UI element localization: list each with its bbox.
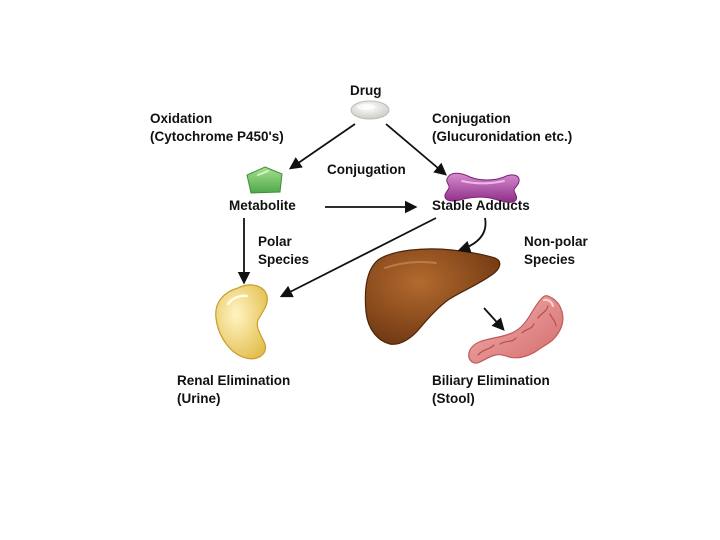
biliary-detail-label: (Stool)	[432, 391, 475, 406]
conjugation-right-detail-label: (Glucuronidation etc.)	[432, 129, 573, 144]
biliary-elimination-label: Biliary Elimination	[432, 373, 550, 388]
arrow-adducts-to-liver	[457, 217, 487, 253]
metabolite-label: Metabolite	[229, 198, 296, 213]
arrow-liver-to-intestine	[483, 307, 505, 331]
polar-species-label: Species	[258, 252, 310, 267]
polar-label: Polar	[258, 234, 292, 249]
oxidation-detail-label: (Cytochrome P450's)	[150, 129, 284, 144]
bone-shaped-adduct-icon	[444, 172, 520, 203]
non-polar-label: Non-polar	[524, 234, 588, 249]
conjugation-right-label: Conjugation	[432, 111, 511, 126]
arrow-adducts-to-kidney	[279, 217, 437, 298]
arrow-drug-to-metabolite	[288, 123, 356, 170]
drug-label: Drug	[350, 83, 382, 98]
renal-elimination-label: Renal Elimination	[177, 373, 291, 388]
intestine-icon	[468, 295, 564, 364]
renal-detail-label: (Urine)	[177, 391, 221, 406]
liver-icon	[364, 248, 501, 345]
kidney-icon	[215, 284, 268, 360]
stable-adducts-label: Stable Adducts	[432, 198, 530, 213]
non-polar-species-label: Species	[524, 252, 576, 267]
pill-icon	[350, 100, 390, 120]
pentagon-icon	[246, 166, 283, 194]
conjugation-middle-label: Conjugation	[327, 162, 406, 177]
oxidation-label: Oxidation	[150, 111, 213, 126]
arrow-drug-to-adducts	[385, 123, 447, 176]
